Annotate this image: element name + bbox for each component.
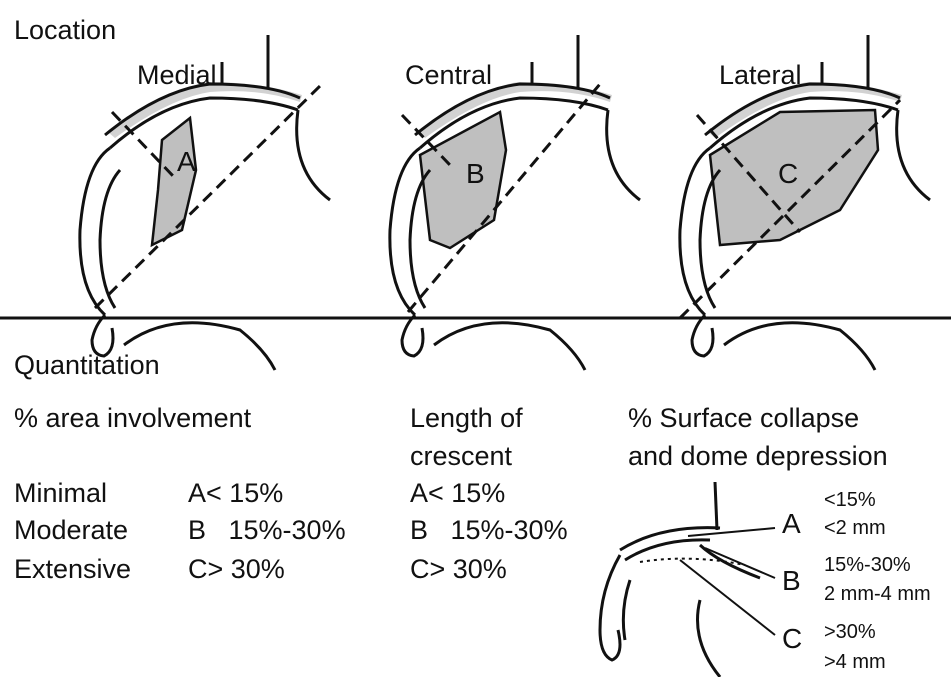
- grade-moderate: Moderate: [14, 517, 128, 544]
- crescent-header-1: Length of: [410, 405, 523, 432]
- area-value-minimal: A< 15%: [188, 480, 283, 507]
- collapse-pct-b: 15%-30%: [824, 555, 911, 575]
- panel-label-medial: Medial: [137, 62, 217, 89]
- collapse-header-2: and dome depression: [628, 443, 888, 470]
- collapse-letter-c: C: [782, 625, 802, 653]
- collapse-pct-c: >30%: [824, 622, 876, 642]
- collapse-pct-a: <15%: [824, 490, 876, 510]
- collapse-depth-c: >4 mm: [824, 652, 886, 672]
- area-header: % area involvement: [14, 405, 251, 432]
- collapse-depth-b: 2 mm-4 mm: [824, 584, 931, 604]
- crescent-value-a: A< 15%: [410, 480, 505, 507]
- panel-letter-b: B: [466, 160, 485, 188]
- grade-extensive: Extensive: [14, 556, 131, 583]
- crescent-value-c: C> 30%: [410, 556, 507, 583]
- collapse-header-1: % Surface collapse: [628, 405, 859, 432]
- crescent-value-b: B 15%-30%: [410, 517, 568, 544]
- collapse-depth-a: <2 mm: [824, 518, 886, 538]
- collapse-letter-a: A: [782, 510, 801, 538]
- panel-letter-c: C: [778, 160, 798, 188]
- crescent-header-2: crescent: [410, 443, 512, 470]
- collapse-letter-b: B: [782, 567, 801, 595]
- grade-minimal: Minimal: [14, 480, 107, 507]
- area-value-extensive: C> 30%: [188, 556, 285, 583]
- collapse-diagram: [600, 482, 775, 677]
- area-value-moderate: B 15%-30%: [188, 517, 346, 544]
- panel-label-lateral: Lateral: [719, 62, 802, 89]
- panel-label-central: Central: [405, 62, 492, 89]
- location-title: Location: [14, 17, 116, 44]
- quantitation-title: Quantitation: [14, 352, 160, 379]
- panel-letter-a: A: [177, 148, 196, 176]
